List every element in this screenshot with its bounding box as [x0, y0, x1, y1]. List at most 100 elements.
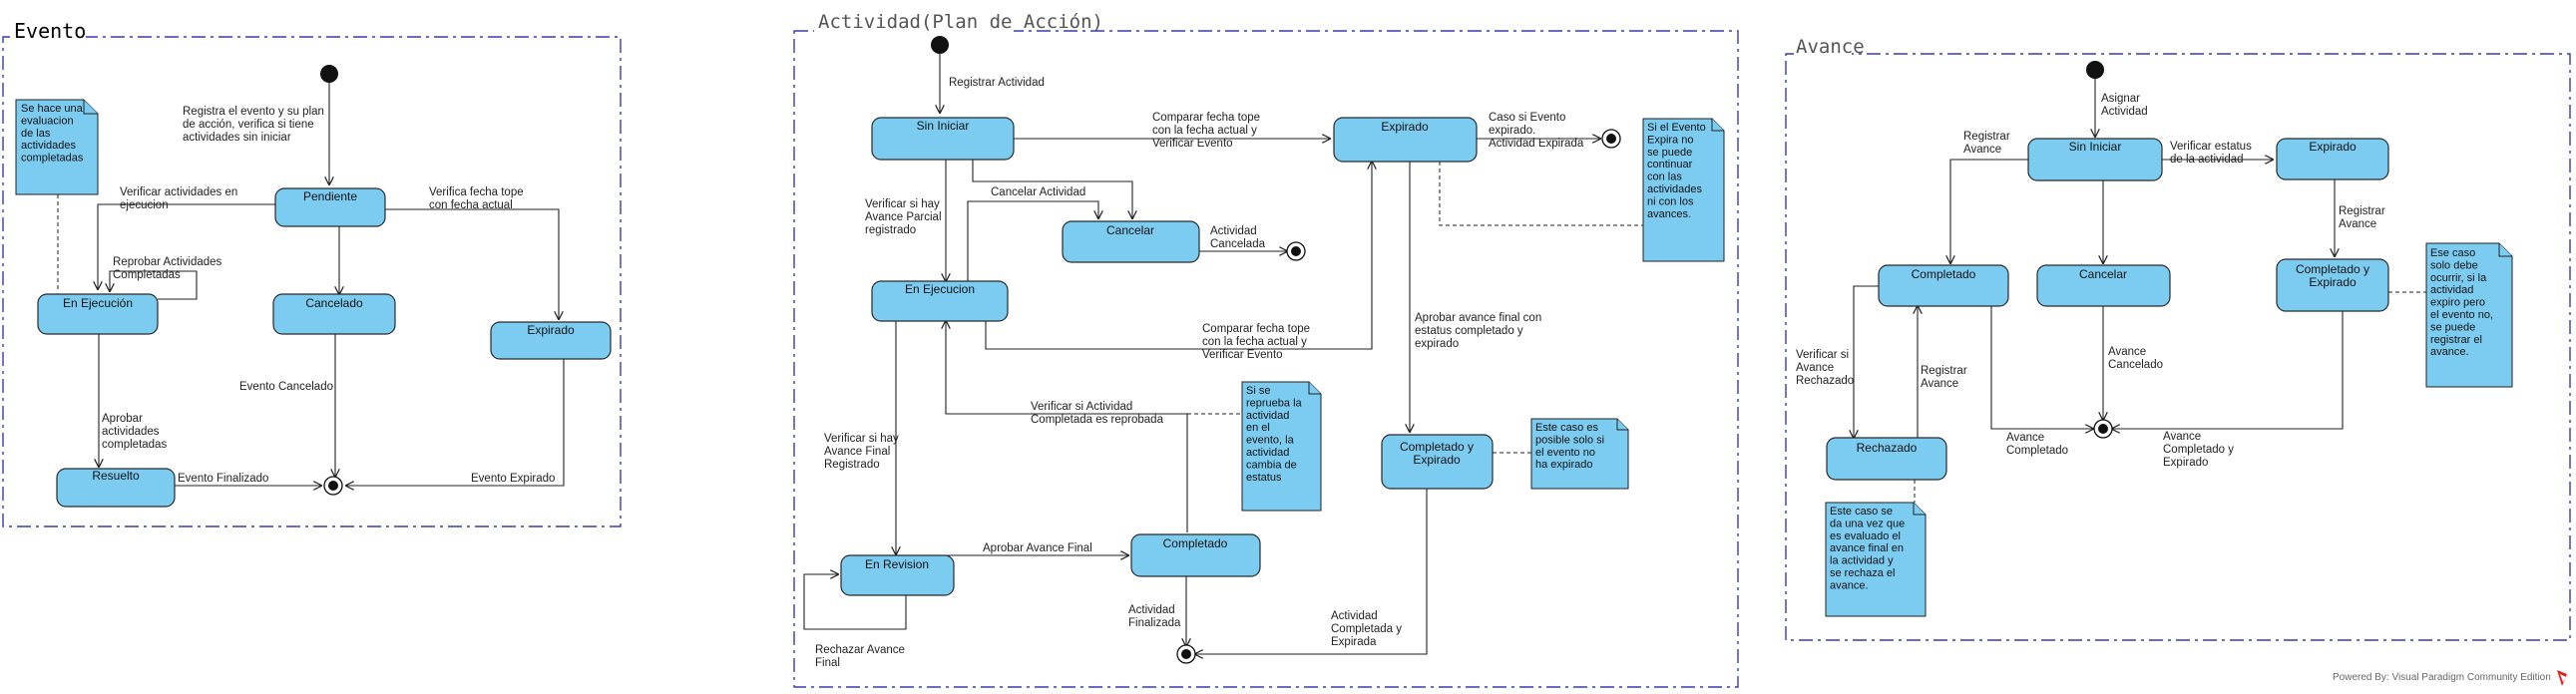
text-line: actividad [1246, 447, 1289, 459]
actividad-final-node-finalizada [1176, 644, 1196, 664]
text-line: Avance Parcial [865, 211, 942, 223]
text-line: Ese caso [2430, 247, 2475, 259]
text-line: se puede [1647, 147, 1692, 159]
svg-text:Expirado: Expirado [527, 323, 575, 337]
text-line: evaluacion [21, 115, 74, 127]
text-line: ni con los [1647, 195, 1694, 207]
svg-text:Resuelto: Resuelto [92, 469, 140, 483]
text-line: registrado [865, 224, 916, 236]
text-line: Completado y [2296, 262, 2369, 276]
text-line: Actividad [1210, 225, 1257, 237]
actividad-state-expirado[interactable]: Expirado [1333, 117, 1478, 163]
svg-text:En Ejecución: En Ejecución [63, 296, 133, 310]
text-line: Avance [2339, 218, 2376, 230]
text-line: Verificar si hay [824, 433, 899, 445]
text-line: Registrar [2339, 205, 2385, 217]
text-line: da una vez que [1830, 518, 1905, 529]
text-line: expirado [1415, 338, 1459, 350]
text-line: Expirada [1331, 636, 1377, 648]
evento-final-node [323, 476, 343, 496]
text-line: Si el Evento [1647, 122, 1706, 134]
svg-text:En Revision: En Revision [865, 557, 929, 571]
label-registrar-actividad: Registrar Actividad [949, 77, 1045, 89]
text-line: con fecha actual [429, 199, 513, 211]
avance-state-expirado[interactable]: Expirado [2276, 138, 2389, 180]
text-line: Registrar [1921, 365, 1967, 377]
evento-edges [57, 82, 565, 486]
evento-state-en-ejecucion[interactable]: En Ejecución [37, 293, 159, 335]
text-line: en el [1246, 422, 1270, 434]
text-line: avance. [1830, 579, 1869, 591]
text-line: actividades [21, 140, 77, 152]
avance-final-node [2093, 419, 2113, 439]
text-line: Cancelada [1210, 238, 1266, 250]
text-line: con la fecha actual y [1202, 336, 1307, 348]
svg-text:Cancelado: Cancelado [305, 296, 363, 310]
text-line: actividad [1246, 410, 1289, 422]
text-line: Verificar si hay [865, 198, 940, 210]
text-line: el evento no [1535, 447, 1595, 459]
actividad-state-sin-iniciar[interactable]: Sin Iniciar [871, 117, 1015, 161]
text-line: el evento no, [2430, 309, 2493, 321]
avance-initial-node [2086, 61, 2104, 79]
svg-text:Sin Iniciar: Sin Iniciar [2069, 140, 2122, 154]
text-line: ha expirado [1535, 459, 1593, 471]
text-line: completadas [102, 439, 167, 451]
evento-state-resuelto[interactable]: Resuelto [56, 468, 176, 508]
text-line: evento, la [1246, 435, 1295, 447]
svg-text:En Ejecucion: En Ejecucion [905, 282, 975, 296]
text-line: avance. [2430, 346, 2469, 358]
text-line: Avance [1796, 362, 1834, 374]
text-line: Avance [2006, 432, 2044, 444]
actividad-state-completado[interactable]: Completado [1130, 533, 1261, 577]
avance-state-cancelar[interactable]: Cancelar [2036, 264, 2171, 307]
text-line: Expirado [1413, 453, 1461, 467]
avance-state-sin-iniciar[interactable]: Sin Iniciar [2027, 138, 2163, 181]
actividad-state-cancelar[interactable]: Cancelar [1062, 220, 1200, 263]
actividad-final-node-cancelada [1286, 241, 1306, 261]
text-line: Este caso es [1535, 422, 1598, 434]
text-line: la actividad y [1830, 555, 1894, 567]
text-line: avances. [1647, 208, 1691, 220]
text-line: Avance [2108, 346, 2146, 358]
text-line: Verificar Evento [1202, 349, 1283, 361]
text-line: Evento Cancelado [239, 381, 333, 393]
evento-state-pendiente[interactable]: Pendiente [274, 187, 386, 227]
avance-state-completado[interactable]: Completado [1878, 264, 2009, 307]
actividad-state-en-ejecucion[interactable]: En Ejecucion [871, 280, 1009, 322]
text-line: Completado y [1400, 440, 1474, 454]
actividad-state-en-revision[interactable]: En Revision [840, 554, 955, 596]
text-line: Aprobar avance final con [1415, 312, 1541, 324]
text-line: cambia de [1246, 459, 1297, 471]
text-line: actividades [1647, 183, 1703, 195]
evento-state-cancelado[interactable]: Cancelado [272, 293, 396, 335]
avance-edges [1854, 78, 2426, 503]
text-line: de acción, verifica si tiene [183, 119, 314, 131]
text-line: Avance Final [824, 446, 890, 458]
evento-state-expirado[interactable]: Expirado [490, 321, 612, 360]
visual-paradigm-logo-icon [2557, 670, 2567, 686]
text-line: posible solo si [1535, 434, 1604, 446]
avance-state-rechazado[interactable]: Rechazado [1826, 437, 1947, 481]
text-line: Finalizada [1128, 617, 1181, 629]
